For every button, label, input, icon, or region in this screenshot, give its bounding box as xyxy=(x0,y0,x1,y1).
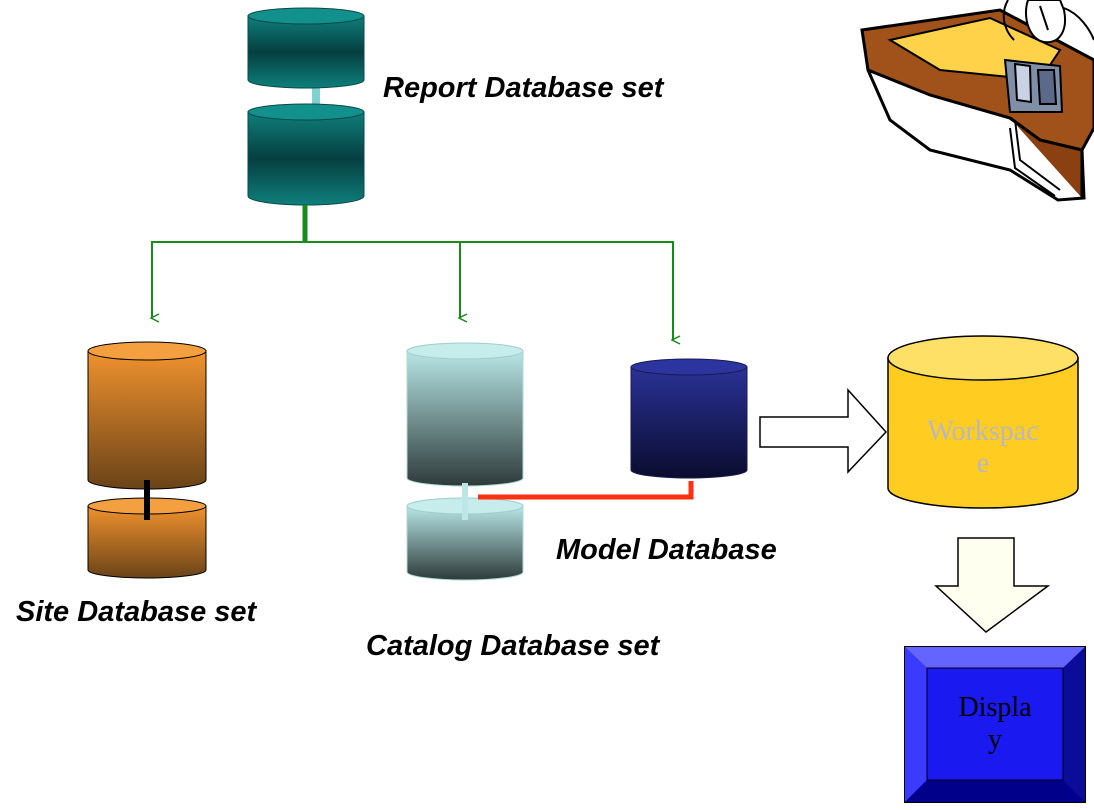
site-db-bottom-cylinder xyxy=(87,497,207,579)
display-box xyxy=(904,646,1086,803)
report-db-top-cylinder xyxy=(247,7,365,89)
catalog-database-set xyxy=(406,342,524,581)
catalog-db-top-cylinder xyxy=(406,342,524,487)
report-database-set xyxy=(247,7,365,206)
site-database-set xyxy=(87,341,207,579)
report-db-bottom-cylinder xyxy=(247,103,365,206)
report-distribution-connectors xyxy=(151,205,674,340)
office-desk-clipart-icon xyxy=(860,0,1094,202)
model-database-label: Model Database xyxy=(556,534,777,566)
workspace-label: Workspac e xyxy=(927,416,1039,479)
site-db-top-cylinder xyxy=(87,341,207,490)
arrow-right-icon xyxy=(759,388,888,474)
display-label: Displa y xyxy=(958,692,1032,755)
catalog-database-set-label: Catalog Database set xyxy=(366,630,660,662)
report-database-set-label: Report Database set xyxy=(383,72,664,104)
arrow-down-icon xyxy=(934,537,1051,633)
model-database xyxy=(630,358,748,479)
site-database-set-label: Site Database set xyxy=(16,596,257,628)
workspace-database xyxy=(887,335,1079,509)
model-catalog-connector xyxy=(478,481,694,500)
